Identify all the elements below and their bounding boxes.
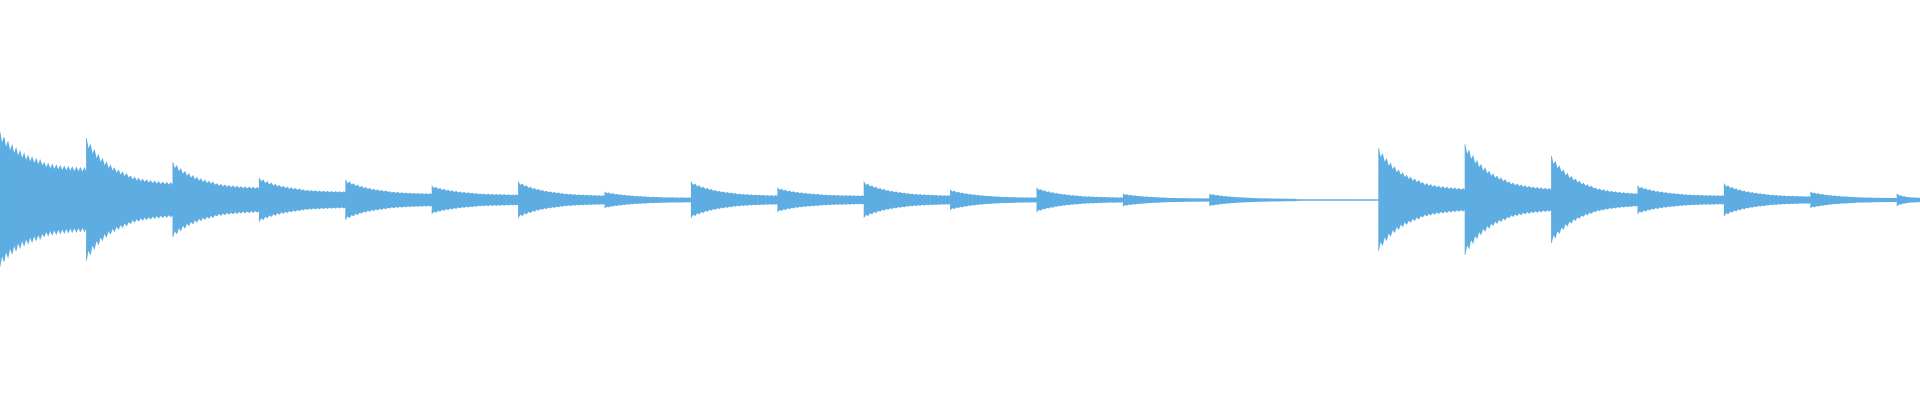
waveform-segment-1 [0, 131, 87, 267]
waveform-envelope-group [0, 131, 1920, 267]
waveform-segment-2 [86, 137, 174, 261]
waveform-segment-18 [1464, 143, 1552, 255]
